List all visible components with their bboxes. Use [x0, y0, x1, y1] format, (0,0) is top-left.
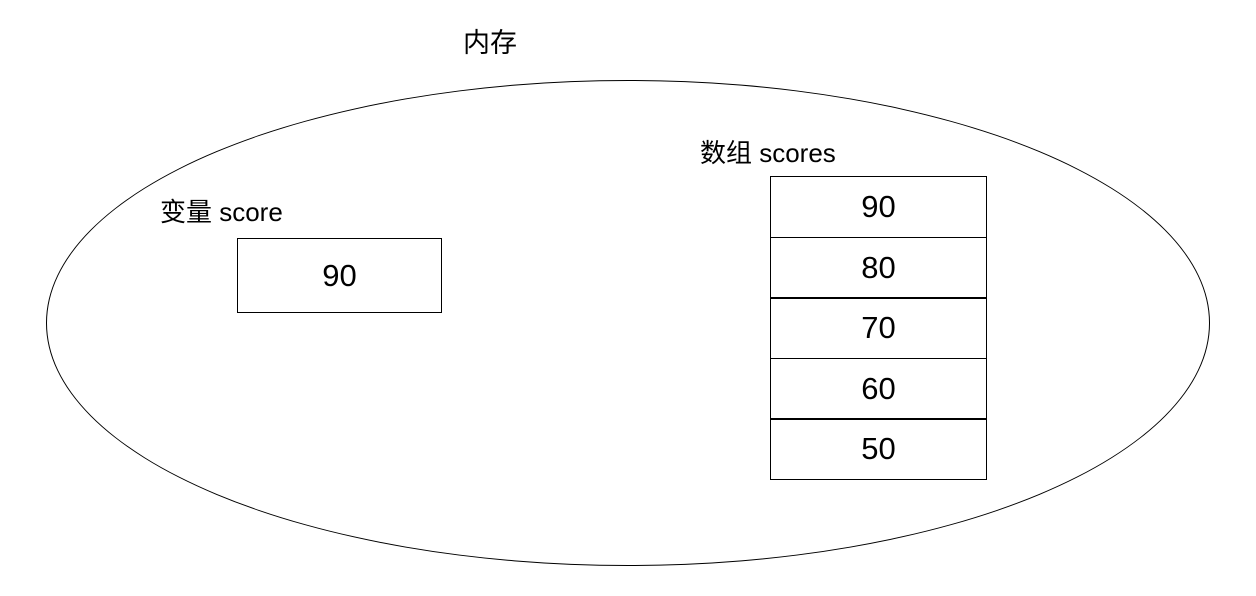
array-cell: 60 [770, 357, 987, 420]
memory-ellipse [46, 80, 1210, 566]
array-label: 数组 scores [700, 138, 836, 168]
array-cell: 80 [770, 236, 987, 299]
array-cell: 50 [770, 418, 987, 480]
array-box: 90 80 70 60 50 [770, 176, 987, 480]
variable-box: 90 [237, 238, 442, 313]
variable-value: 90 [322, 257, 357, 293]
array-cell: 70 [770, 297, 987, 359]
variable-label: 变量 score [160, 197, 283, 227]
diagram-title: 内存 [463, 28, 517, 58]
array-cell: 90 [770, 176, 987, 238]
